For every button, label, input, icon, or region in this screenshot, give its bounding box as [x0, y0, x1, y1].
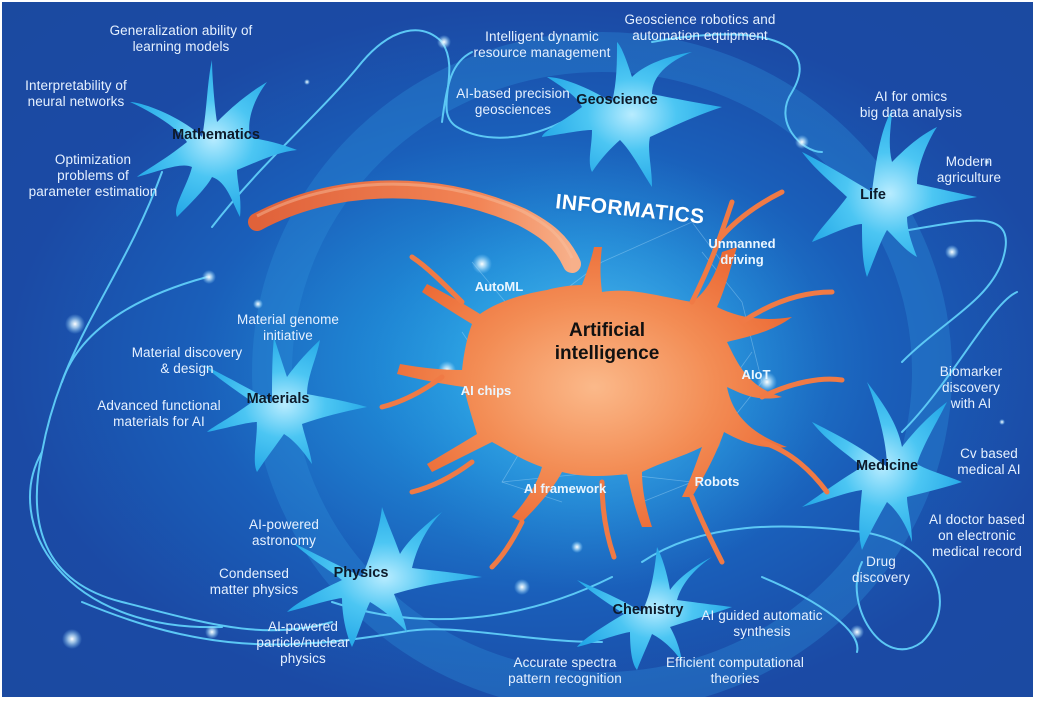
topic-line: resource management	[473, 45, 611, 60]
topic-label: Material genome initiative	[237, 312, 339, 344]
hub-chemistry: Chemistry	[612, 602, 684, 618]
ai-topic-aiot: AIoT	[741, 367, 771, 382]
topic-line: materials for AI	[113, 414, 205, 429]
topic-line: pattern recognition	[508, 671, 622, 686]
ai-topic-line: Unmanned	[708, 236, 776, 251]
topic-label: Drug discovery	[852, 554, 910, 586]
diagram-canvas: INFORMATICS Artificial intelligence Auto…	[2, 2, 1033, 697]
topic-line: AI doctor based	[928, 512, 1026, 527]
topic-line: Advanced functional	[97, 398, 221, 413]
topic-line: Modern	[945, 154, 993, 169]
topic-label: Modern agriculture	[937, 154, 1001, 186]
topic-line: AI guided automatic	[701, 608, 823, 623]
background-network	[29, 29, 1018, 697]
topic-label: Accurate spectra pattern recognition	[508, 655, 622, 687]
topic-line: Geoscience robotics and	[624, 12, 776, 27]
topic-label: AI-powered astronomy	[249, 517, 319, 549]
topic-line: theories	[710, 671, 760, 686]
topic-line: Intelligent dynamic	[485, 29, 599, 44]
hub-medicine: Medicine	[855, 458, 919, 474]
topic-label: Material discovery & design	[132, 345, 243, 377]
topic-line: AI for omics	[874, 89, 948, 104]
topic-line: astronomy	[252, 533, 316, 548]
ai-topic-ai-chips: AI chips	[460, 383, 512, 398]
topic-line: medical record	[932, 544, 1022, 559]
topic-line: Interpretability of	[25, 78, 127, 93]
ai-topic-robots: Robots	[694, 474, 740, 489]
topic-line: medical AI	[957, 462, 1021, 477]
core-label-artificial-intelligence: Artificial intelligence	[555, 319, 660, 365]
topic-line: AI-based precision	[456, 86, 570, 101]
topic-line: Generalization ability of	[109, 23, 253, 38]
topic-line: Drug	[866, 554, 896, 569]
topic-label: AI-powered particle/nuclear physics	[256, 619, 349, 667]
topic-label: AI doctor based on electronic medical re…	[929, 512, 1025, 560]
topic-line: matter physics	[209, 582, 299, 597]
hub-mathematics: Mathematics	[172, 127, 260, 143]
topic-line: initiative	[263, 328, 313, 343]
topic-line: Material discovery	[131, 345, 243, 360]
hub-life: Life	[860, 187, 886, 203]
topic-line: particle/nuclear	[256, 635, 350, 650]
topic-line: Accurate spectra	[513, 655, 617, 670]
topic-label: Condensed matter physics	[210, 566, 298, 598]
topic-line: Optimization	[54, 152, 132, 167]
topic-line: neural networks	[27, 94, 125, 109]
topic-line: Material genome	[236, 312, 340, 327]
topic-label: AI guided automatic synthesis	[701, 608, 822, 640]
topic-line: synthesis	[733, 624, 791, 639]
topic-line: discovery	[852, 570, 910, 585]
topic-label: Optimization problems of parameter estim…	[29, 152, 158, 200]
topic-line: physics	[280, 651, 326, 666]
topic-line: with AI	[950, 396, 992, 411]
topic-label: AI-based precision geosciences	[456, 86, 570, 118]
topic-line: geosciences	[474, 102, 552, 117]
core-label-line2: intelligence	[554, 343, 660, 364]
topic-label: Cv based medical AI	[957, 446, 1020, 478]
core-label-line1: Artificial	[568, 320, 646, 341]
topic-label: Geoscience robotics and automation equip…	[625, 12, 776, 44]
topic-label: Biomarker discovery with AI	[940, 364, 1002, 412]
topic-line: Condensed	[219, 566, 289, 581]
topic-line: Efficient computational	[666, 655, 804, 670]
topic-label: Advanced functional materials for AI	[97, 398, 221, 430]
ai-topic-ai-framework: AI framework	[523, 481, 607, 496]
hub-materials: Materials	[246, 391, 310, 407]
topic-line: discovery	[942, 380, 1000, 395]
topic-line: agriculture	[936, 170, 1002, 185]
ai-topic-line: driving	[720, 252, 764, 267]
topic-line: learning models	[132, 39, 230, 54]
topic-line: AI-powered	[248, 517, 320, 532]
topic-line: AI-powered	[267, 619, 339, 634]
topic-line: automation equipment	[632, 28, 768, 43]
ai-topic-automl: AutoML	[474, 279, 524, 294]
hub-physics: Physics	[333, 565, 389, 581]
topic-label: AI for omics big data analysis	[860, 89, 962, 121]
topic-line: & design	[160, 361, 214, 376]
hub-geoscience: Geoscience	[576, 92, 658, 108]
topic-label: Interpretability of neural networks	[25, 78, 127, 110]
topic-line: on electronic	[938, 528, 1016, 543]
topic-line: parameter estimation	[28, 184, 158, 199]
topic-line: problems of	[57, 168, 129, 183]
topic-label: Intelligent dynamic resource management	[474, 29, 611, 61]
topic-line: Biomarker	[939, 364, 1003, 379]
topic-label: Efficient computational theories	[666, 655, 804, 687]
topic-line: Cv based	[960, 446, 1018, 461]
topic-label: Generalization ability of learning model…	[110, 23, 253, 55]
topic-line: big data analysis	[859, 105, 963, 120]
ai-topic-unmanned-driving: Unmanned driving	[708, 236, 775, 268]
